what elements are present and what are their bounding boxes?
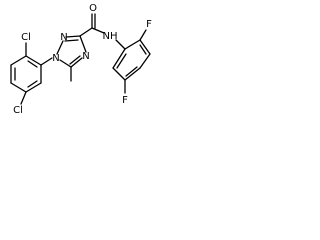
triazole-n4-label: N <box>82 51 89 62</box>
ring-bond <box>139 39 151 55</box>
f-ortho-bond <box>139 29 147 41</box>
ring-bond <box>124 39 141 50</box>
difluorophenyl-ring <box>112 39 151 81</box>
triazole-ring <box>56 35 87 68</box>
ring-double-bond <box>64 39 79 42</box>
ring-bond <box>79 35 87 53</box>
ring-bond <box>25 55 42 66</box>
ring-bond <box>10 82 27 93</box>
chlorine-top-label: Cl <box>21 32 31 43</box>
dichlorophenyl-ring <box>10 55 42 93</box>
ring-bond <box>65 35 81 38</box>
ring-bond <box>124 67 141 81</box>
carbonyl-oxygen-label: O <box>89 3 97 14</box>
ring-bond <box>139 53 151 69</box>
ring-double-bond <box>27 60 38 68</box>
fluorine-para-label: F <box>122 95 128 106</box>
ring-double-bond <box>116 53 127 69</box>
ring-double-bond <box>27 80 38 88</box>
amide-nh-label: NH <box>103 31 118 42</box>
ring-bond <box>70 57 83 68</box>
triazole-n1-label: N <box>52 53 59 64</box>
n-aryl-bond <box>40 57 53 66</box>
n-aryl2-bond <box>115 39 126 50</box>
ring-double-bond <box>125 66 138 77</box>
ring-bond <box>59 59 72 68</box>
triazole-n2-label: N <box>60 32 67 43</box>
amide-n-bond <box>91 27 105 34</box>
ring-double-bond <box>139 44 147 55</box>
ring-bond <box>56 40 64 55</box>
molecule-structure: Cl Cl N N N O NH F F <box>10 3 152 116</box>
ring-bond <box>25 82 42 93</box>
chlorine-bottom-label: Cl <box>13 105 23 116</box>
ring-double-bond <box>69 55 81 65</box>
molecule-canvas: Cl Cl N N N O NH F F <box>0 0 159 119</box>
ring-bond <box>112 67 126 81</box>
fluorine-ortho-label: F <box>146 19 152 30</box>
amide-c-bond <box>79 27 93 37</box>
ring-bond <box>10 55 27 66</box>
cl-bottom-bond <box>20 91 27 105</box>
ring-bond <box>112 48 126 69</box>
